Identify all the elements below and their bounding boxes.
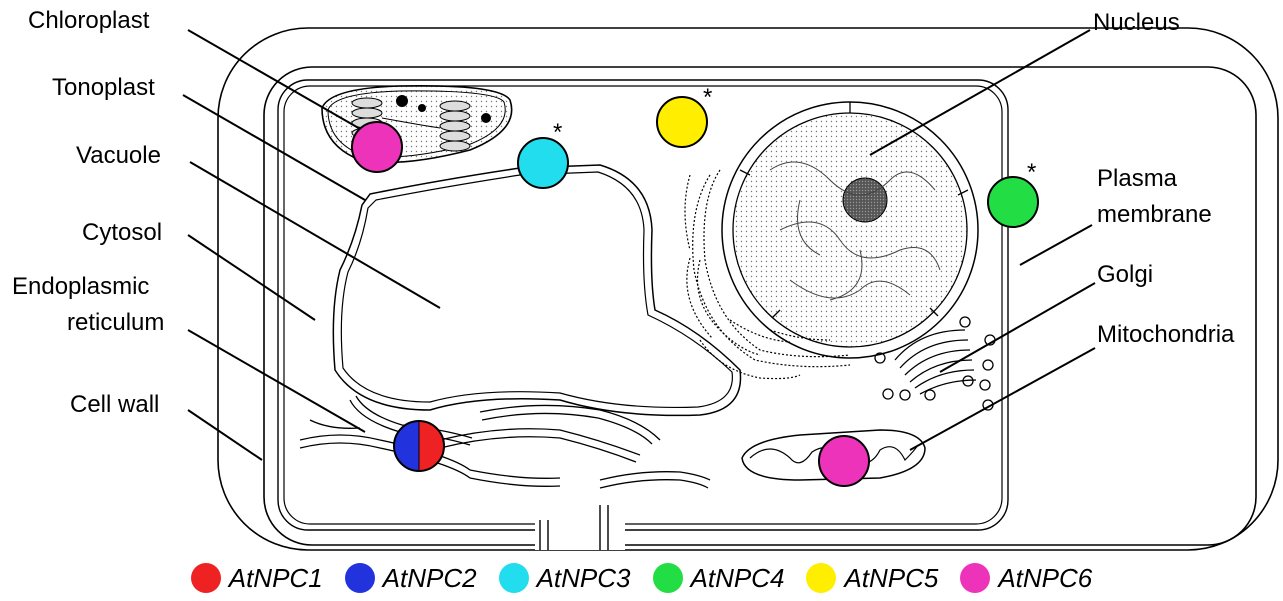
- legend-label: AtNPC5: [844, 562, 939, 593]
- legend-item-npc1: AtNPC1: [190, 562, 323, 594]
- asterisk-npc3: *: [553, 119, 562, 146]
- legend-swatch: [498, 563, 529, 593]
- legend-item-npc4: AtNPC4: [652, 562, 785, 594]
- nucleus: [721, 101, 979, 359]
- cell-wall-inner: [263, 66, 1257, 546]
- label-vacuole: Vacuole: [76, 142, 161, 169]
- legend-swatch: [806, 563, 837, 593]
- marker-npc4-plasma-membrane: [987, 176, 1039, 228]
- legend-item-npc6: AtNPC6: [960, 563, 1092, 594]
- legend-label: AtNPC1: [228, 562, 323, 593]
- plasma-membrane-inner: [283, 85, 1003, 525]
- legend-label: AtNPC4: [690, 562, 785, 593]
- label-er-line1: Endoplasmic: [12, 273, 149, 300]
- legend: AtNPC1 AtNPC2 AtNPC3 AtNPC4 AtNPC5 AtNPC…: [0, 558, 1283, 598]
- legend-label: AtNPC6: [998, 562, 1093, 593]
- golgi-apparatus: [874, 316, 996, 411]
- label-golgi: Golgi: [1097, 261, 1153, 288]
- label-cytosol: Cytosol: [82, 219, 162, 246]
- label-chloroplast: Chloroplast: [28, 7, 150, 34]
- label-plasma-line2: membrane: [1097, 201, 1212, 228]
- marker-npc6-mitochondria: [818, 435, 870, 487]
- leader-lines: [182, 29, 1096, 461]
- marker-npc5-cytosol: [656, 96, 708, 148]
- legend-swatch: [190, 563, 221, 593]
- vacuole: [332, 164, 742, 417]
- marker-npc6-chloroplast: [351, 121, 403, 173]
- legend-item-npc2: AtNPC2: [344, 562, 477, 594]
- label-nucleus: Nucleus: [1093, 9, 1180, 36]
- cell-wall-outer: [217, 27, 1279, 551]
- legend-label: AtNPC3: [536, 562, 631, 593]
- legend-swatch: [960, 563, 991, 593]
- legend-swatch: [652, 563, 683, 593]
- plasma-membrane: [277, 79, 1009, 531]
- label-er-line2: reticulum: [67, 309, 164, 336]
- rough-er: [684, 169, 851, 380]
- asterisk-npc5: *: [703, 84, 712, 111]
- marker-npc3-tonoplast: [517, 137, 569, 189]
- asterisk-npc4: *: [1027, 159, 1036, 186]
- label-cell-wall: Cell wall: [70, 391, 159, 418]
- legend-label: AtNPC2: [382, 562, 477, 593]
- legend-item-npc5: AtNPC5: [806, 563, 938, 594]
- npc-markers: [351, 96, 1039, 487]
- legend-item-npc3: AtNPC3: [498, 562, 631, 594]
- label-mitochondria: Mitochondria: [1097, 321, 1235, 348]
- label-plasma-line1: Plasma: [1097, 165, 1178, 192]
- label-tonoplast: Tonoplast: [52, 74, 155, 101]
- marker-npc1-npc2-er: [393, 420, 445, 472]
- legend-swatch: [344, 563, 375, 593]
